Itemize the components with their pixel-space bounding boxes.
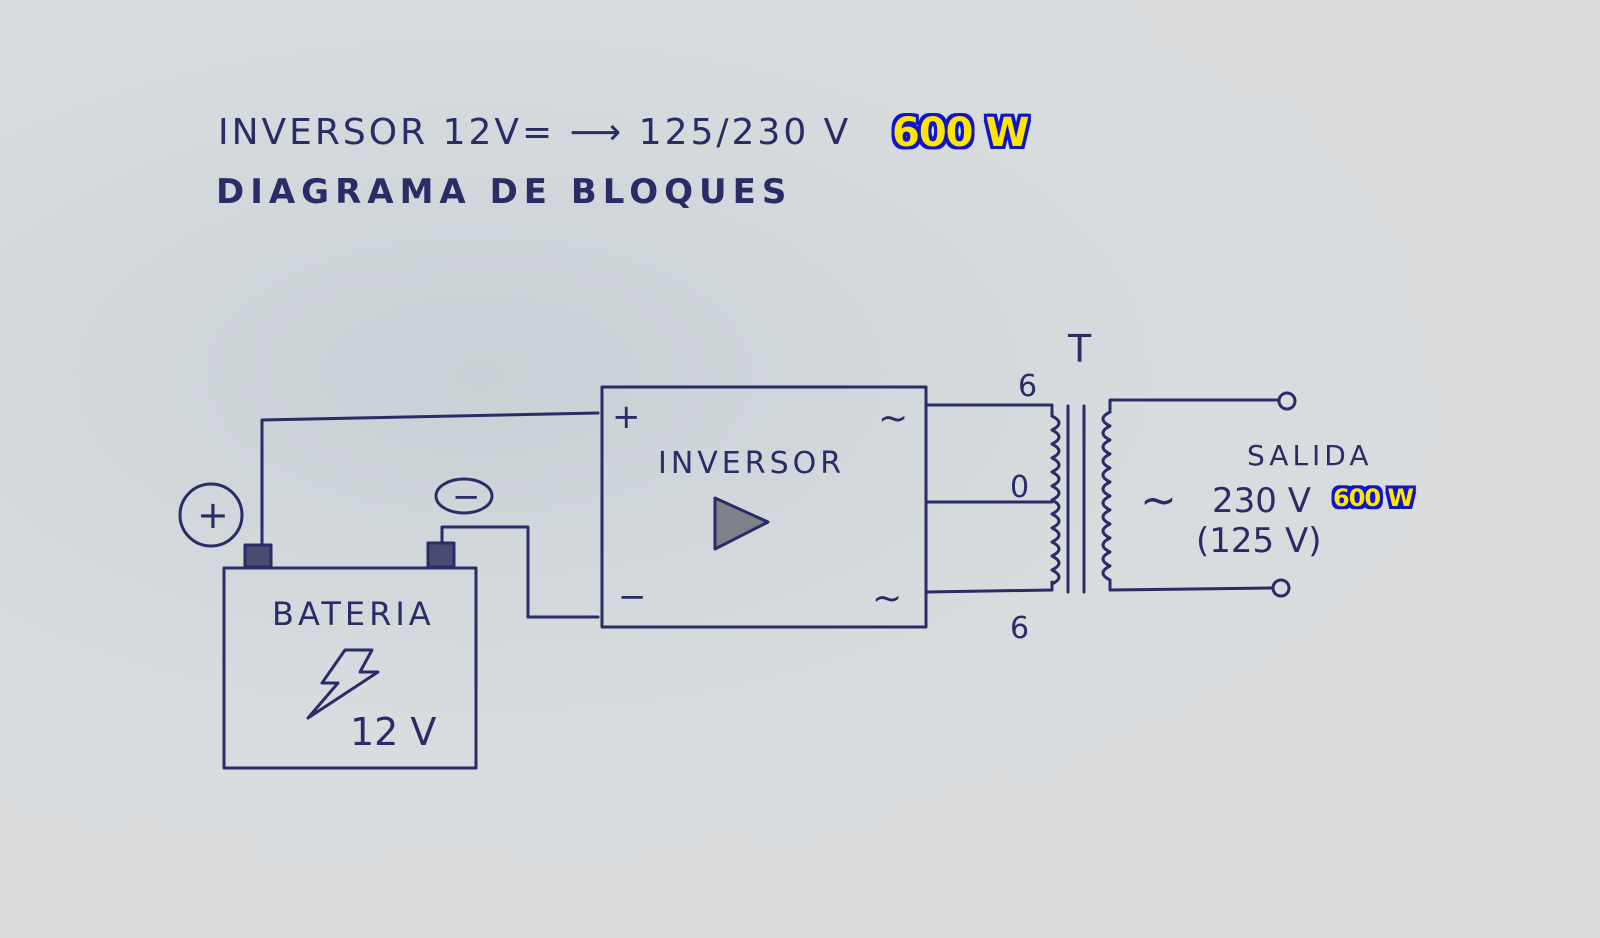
battery-minus-post	[426, 541, 456, 569]
diagram-title: INVERSOR 12V= ⟶ 125/230 V	[218, 112, 852, 153]
output-lead-top	[1108, 398, 1280, 414]
battery-body	[222, 566, 478, 770]
transformer-label: T	[1067, 327, 1092, 371]
positive-wire	[260, 411, 600, 547]
minus-terminal-sign: −	[452, 477, 481, 517]
battery-plus-post	[243, 543, 273, 569]
tap-top-label: 6	[1018, 369, 1037, 404]
amplifier-icon	[713, 496, 770, 551]
primary-coil	[1050, 414, 1061, 586]
plus-terminal-sign: +	[197, 493, 229, 537]
diagram-subtitle: DIAGRAMA DE BLOQUES	[216, 172, 793, 212]
battery-label: BATERIA	[272, 595, 435, 633]
inverter-plus-input: +	[612, 397, 641, 437]
negative-wire	[440, 525, 600, 619]
lightning-icon	[306, 648, 380, 720]
minus-marker	[434, 477, 494, 515]
output-ac-icon: ~	[1140, 475, 1177, 526]
inverter-output-top	[924, 403, 1054, 418]
output-voltage: 230 V	[1212, 481, 1311, 521]
inverter-label: INVERSOR	[658, 446, 845, 481]
output-label: SALIDA	[1247, 439, 1373, 472]
inverter-minus-input: −	[618, 577, 647, 617]
inverter-block	[600, 385, 928, 629]
tap-center-label: 0	[1010, 470, 1029, 505]
power-rating-badge: 600 W	[892, 110, 1030, 156]
output-terminal-top	[1277, 391, 1297, 411]
secondary-coil	[1101, 410, 1112, 582]
output-terminal-bottom	[1271, 578, 1291, 598]
output-alt-voltage: (125 V)	[1196, 521, 1322, 561]
plus-marker	[178, 482, 244, 548]
battery-voltage: 12 V	[350, 710, 436, 754]
output-lead-bottom	[1108, 578, 1275, 592]
output-power-badge: 600 W	[1333, 484, 1414, 512]
inverter-ac-top-icon: ~	[878, 398, 908, 439]
tap-bottom-label: 6	[1010, 611, 1029, 646]
inverter-output-bottom	[924, 580, 1054, 594]
inverter-ac-bottom-icon: ~	[872, 578, 902, 619]
